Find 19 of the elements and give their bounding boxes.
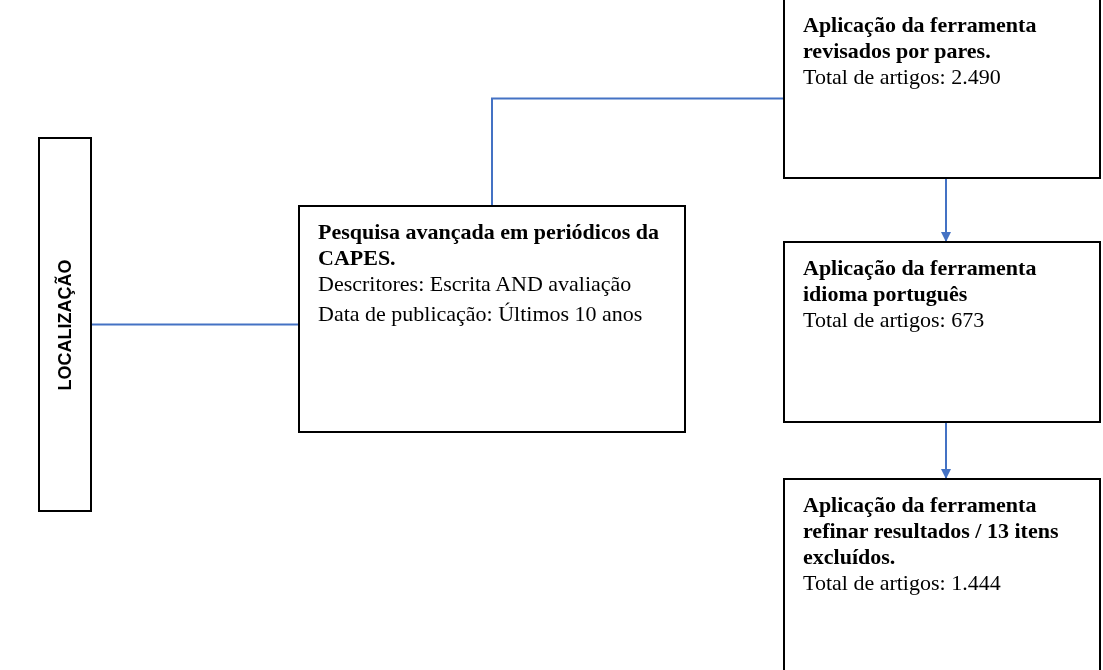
box-heading: Aplicação da ferramenta revisados por pares. xyxy=(803,12,1038,64)
arrow xyxy=(941,422,951,479)
connector-line xyxy=(491,97,784,206)
box-text: Descritores: Escrita AND avaliação xyxy=(318,271,633,297)
process-box xyxy=(298,205,686,433)
process-box xyxy=(783,478,1101,670)
box-heading: Aplicação da ferramenta refinar resultados / 13 itens excluídos. xyxy=(803,492,1060,570)
section-title: LOCALIZAÇÃO xyxy=(53,259,76,390)
box-text: Total de artigos: 1.444 xyxy=(803,570,1002,596)
box-heading: Pesquisa avançada em periódicos da CAPES. xyxy=(318,219,661,271)
box-heading: Aplicação da ferramenta idioma português xyxy=(803,255,1038,307)
process-box xyxy=(783,0,1101,179)
process-box xyxy=(783,241,1101,423)
connector-line xyxy=(91,323,299,326)
vertical-box xyxy=(38,137,92,512)
arrow xyxy=(941,178,951,242)
box-text: Data de publicação: Últimos 10 anos xyxy=(318,301,644,327)
box-text: Total de artigos: 673 xyxy=(803,307,986,333)
box-text: Total de artigos: 2.490 xyxy=(803,64,1002,90)
